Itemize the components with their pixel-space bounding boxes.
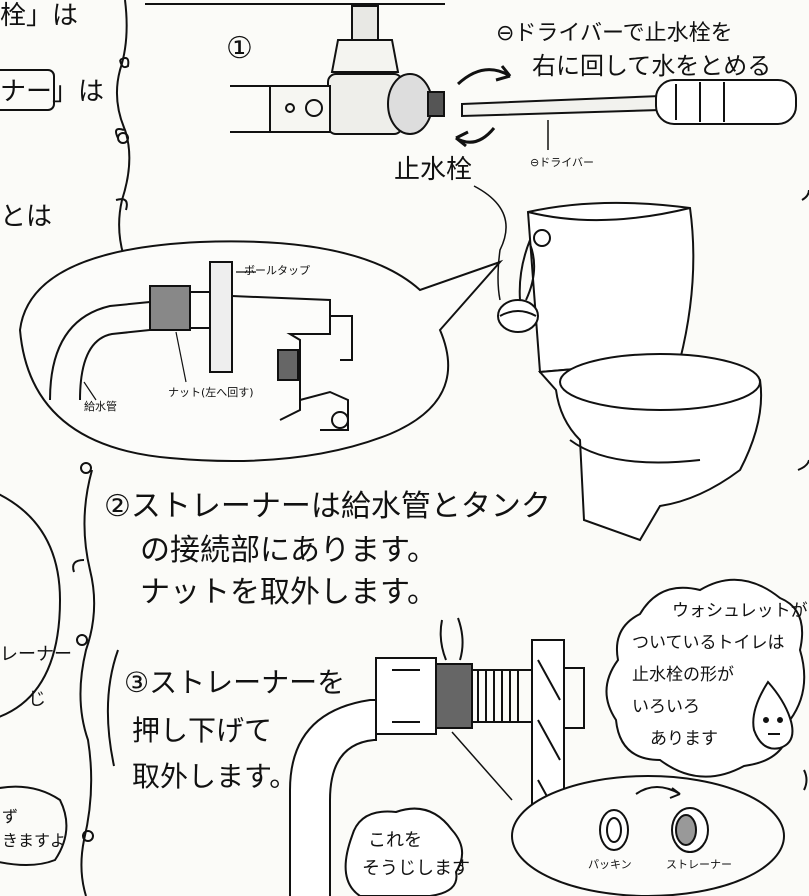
washlet-note-line1: ウォシュレットが [672,601,808,621]
rotate-arrow-top [456,65,512,86]
packing-label: パッキン [588,858,632,871]
washlet-note-line3: 止水栓の形が [632,665,734,685]
balltap-label: ボールタップ [244,264,310,277]
left-small-bubble [0,785,68,866]
left-fragment-3: とは [0,202,52,232]
step1-instruction-line1: ⊖ドライバーで止水栓を [496,21,733,46]
valve-to-toilet-leader [473,185,507,301]
strainer-icon [671,807,709,853]
screwdriver-label: ⊖ドライバー [530,156,594,169]
pipe-leader [83,381,97,401]
step1-instruction-line2: 右に回して水をとめる [532,52,771,80]
rotate-arrow-bottom [455,127,496,148]
washlet-note-line5: あります [650,729,718,749]
screwdriver-illustration [461,79,797,125]
strainer-label: ストレーナー [666,858,732,871]
vine-decoration-top [115,0,131,261]
step1-section: ① ⊖ドライバーで止水栓を 右に回して水をとめる 止水栓 ⊖ドライバー [226,5,797,185]
water-drop-mascot [752,680,794,750]
step3-section: ③ストレーナーを 押し下げて 取外します。 [106,649,345,793]
callout-bubble: ボールタップ ナット(左へ回す) 給水管 [18,240,504,462]
stop-valve-illustration [230,5,445,135]
stop-valve-label: 止水栓 [394,155,472,185]
washlet-note-line4: いろいろ [632,697,700,717]
nut-label: ナット(左へ回す) [168,386,254,399]
packing-icon [599,809,629,851]
washlet-note: ウォシュレットが ついているトイレは 止水栓の形が いろいろ あります [605,578,808,778]
left-column-fragments: 栓」は ナー」は とは レーナー じ ず きますよ [0,1,104,866]
step1-number: ① [226,31,253,66]
step2-line3: ナットを取外します。 [140,575,437,610]
toilet-illustration [497,201,763,542]
nut-leader [175,331,187,383]
parts-arrow [635,786,681,799]
clean-note-line2: そうじします [362,858,470,879]
step3-line2: 押し下げて [132,714,272,747]
left-bubble-outline [0,493,62,718]
step3-bracket [106,649,119,767]
vine-decoration-bottom [72,462,96,896]
pipe-label: 給水管 [84,399,117,413]
parts-leader [451,731,513,801]
step3-line3: 取外します。 [132,760,297,793]
left-bubble-text-1: ず [2,807,18,826]
left-bubble-text-2: きますよ [2,831,66,850]
left-fragment-box [0,69,55,111]
left-fragment-4: レーナー [0,644,72,665]
left-fragment-1: 栓」は [0,1,78,31]
parts-detail-bubble: パッキン ストレーナー [451,731,785,896]
left-fragment-5: じ [28,689,46,710]
washlet-note-line2: ついているトイレは [632,633,785,653]
step2-section: ②ストレーナーは給水管とタンク の接続部にあります。 ナットを取外します。 [104,489,551,610]
step2-line1: ②ストレーナーは給水管とタンク [104,489,551,524]
clean-note-line1: これを [368,830,422,851]
ball-tap-mechanism [49,261,353,431]
step3-line1: ③ストレーナーを [124,666,345,699]
step2-line2: の接続部にあります。 [140,533,437,568]
clean-note: これを そうじします [344,807,470,896]
left-fragment-2: ナー」は [0,77,104,107]
